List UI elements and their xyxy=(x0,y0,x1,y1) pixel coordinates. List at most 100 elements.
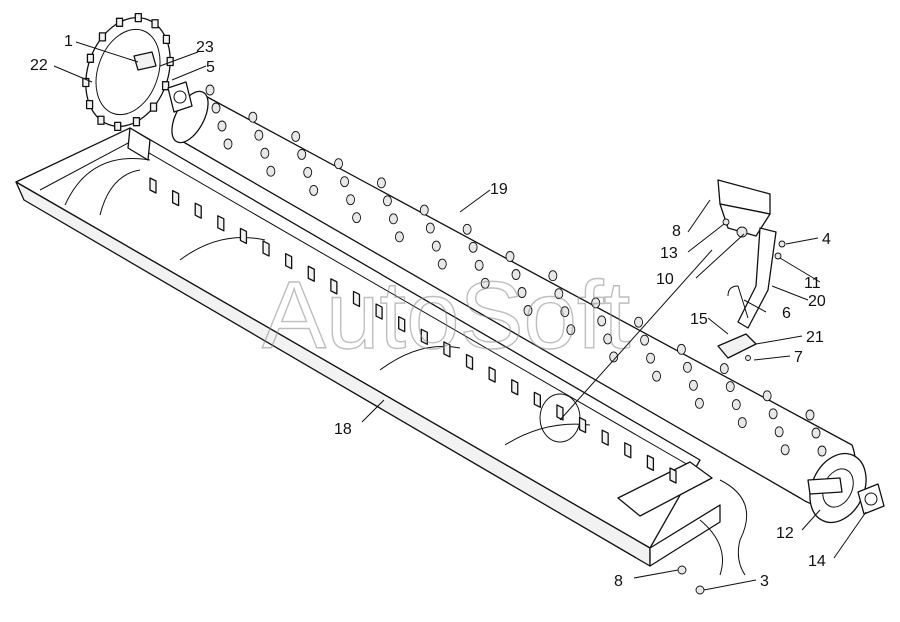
roller-stud xyxy=(511,269,521,280)
tine-bracket xyxy=(669,467,677,484)
tine-bracket xyxy=(171,189,180,207)
wheel-tooth xyxy=(151,19,159,29)
wheel-tooth xyxy=(132,117,141,127)
tine-bracket xyxy=(556,404,564,421)
callout-8-top: 8 xyxy=(672,223,681,240)
roller-stud xyxy=(676,343,686,355)
roller-stud xyxy=(394,231,404,243)
callout-23: 23 xyxy=(196,39,214,56)
roller-stud xyxy=(646,352,656,364)
callout-8-bottom: 8 xyxy=(614,573,623,590)
roller-stud xyxy=(291,130,301,142)
roller-stud xyxy=(309,184,319,196)
tine-bracket xyxy=(285,253,293,270)
wheel-teeth xyxy=(82,13,174,131)
roller-stud xyxy=(719,363,729,375)
wheel-tooth xyxy=(97,115,105,125)
callout-6: 6 xyxy=(782,305,791,322)
callout-4: 4 xyxy=(822,231,831,248)
roller-stud xyxy=(419,204,429,216)
callout-11: 11 xyxy=(804,275,821,292)
wheel-tooth xyxy=(85,99,94,110)
roller-stud xyxy=(437,258,447,270)
roller-stud xyxy=(774,426,784,438)
callout-labels: 1 22 23 5 19 8 13 10 4 11 20 6 15 21 7 1… xyxy=(30,33,831,590)
roller-stud xyxy=(248,111,258,123)
bearing-flange-right xyxy=(857,483,885,515)
callout-22: 22 xyxy=(30,57,48,74)
callout-15: 15 xyxy=(690,311,708,328)
callout-18: 18 xyxy=(334,421,352,438)
leader-lines xyxy=(53,41,867,591)
roller-stud xyxy=(205,84,215,96)
roller-stud xyxy=(688,379,698,391)
roller-stud xyxy=(548,270,558,282)
tine-bracket xyxy=(330,278,338,295)
callout-1: 1 xyxy=(64,33,73,50)
callout-5: 5 xyxy=(206,59,215,76)
roller-stud xyxy=(346,194,356,206)
roller-stud xyxy=(468,241,478,253)
roller-drum xyxy=(171,84,856,507)
tine-bracket xyxy=(443,341,451,358)
callout-20: 20 xyxy=(808,293,826,310)
roller-stud xyxy=(211,102,221,114)
wheel-tooth xyxy=(98,32,107,42)
roller-stud xyxy=(694,397,704,409)
roller-stud xyxy=(554,288,564,300)
roller-stud xyxy=(517,287,527,298)
roller-stud xyxy=(523,305,533,316)
callout-12: 12 xyxy=(776,525,794,542)
roller-stud xyxy=(474,259,484,271)
tine-bracket xyxy=(624,442,632,459)
tine-bracket xyxy=(398,316,406,333)
wheel-tooth xyxy=(161,81,170,91)
roller-stud xyxy=(609,351,619,363)
roller-stud xyxy=(603,333,613,345)
roller-stud xyxy=(505,251,515,262)
tine-bracket xyxy=(194,202,202,219)
frame-tine-brackets xyxy=(149,177,677,484)
tine-bracket xyxy=(646,454,655,472)
wheel-tooth xyxy=(86,53,95,63)
tine-bracket xyxy=(149,177,157,194)
tine-bracket xyxy=(601,429,609,446)
watermark: AutoSoft xyxy=(262,262,630,369)
callout-3: 3 xyxy=(760,573,769,590)
roller-stud xyxy=(768,408,778,420)
roller-stud xyxy=(640,334,650,346)
tine-bracket xyxy=(420,328,428,345)
tine-bracket xyxy=(465,353,474,371)
roller-stud xyxy=(462,223,472,235)
wheel-tooth xyxy=(114,121,122,131)
callout-7: 7 xyxy=(794,349,803,366)
roller-studs xyxy=(205,84,833,475)
roller-stud xyxy=(682,361,692,373)
roller-stud xyxy=(303,166,313,178)
scraper-assembly xyxy=(717,179,786,361)
tine-bracket xyxy=(307,265,315,282)
roller-stud xyxy=(217,120,227,132)
roller-stud xyxy=(560,306,570,318)
roller-stud xyxy=(388,213,398,225)
roller-stud xyxy=(652,370,662,382)
roller-stud xyxy=(725,381,735,393)
tine-bracket xyxy=(511,379,519,396)
roller-stud xyxy=(566,324,576,336)
wheel-tooth xyxy=(82,77,90,88)
roller-stud xyxy=(480,277,490,289)
roller-stud xyxy=(260,147,270,159)
tine-bracket xyxy=(262,240,270,257)
wheel-tooth xyxy=(134,13,142,23)
roller-stud xyxy=(811,427,821,439)
star-wheel xyxy=(82,13,174,131)
roller-stud xyxy=(817,445,827,457)
roller-stud xyxy=(431,240,441,252)
wheel-tooth xyxy=(149,102,158,112)
tine-bracket xyxy=(578,416,587,434)
tine-bracket xyxy=(239,227,248,245)
roller-stud xyxy=(780,444,790,456)
tine-bracket xyxy=(375,303,383,320)
